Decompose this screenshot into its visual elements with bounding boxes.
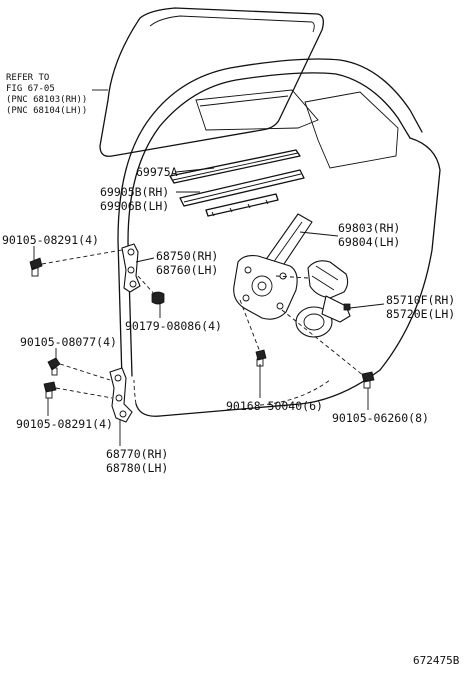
- door-glass: [99, 7, 324, 157]
- label-90105-08291-bottom: 90105-08291(4): [16, 417, 113, 431]
- reference-line-1: REFER TO: [6, 73, 49, 83]
- label-90105-08291-top: 90105-08291(4): [2, 233, 99, 247]
- bolt-90105-08291-top: [29, 257, 43, 277]
- run-channel-69905b: [179, 169, 305, 217]
- bolt-90105-08077: [47, 357, 61, 376]
- label-90168-50040: 90168-50040(6): [226, 399, 323, 413]
- label-69804: 69804(LH): [338, 235, 400, 249]
- label-68760: 68760(LH): [156, 263, 218, 277]
- label-90179-08086: 90179-08086(4): [125, 319, 222, 333]
- bolt-90168-50040: [255, 349, 267, 367]
- label-68780: 68780(LH): [106, 461, 168, 475]
- label-85710f: 85710F(RH): [386, 293, 455, 307]
- leader-lines: [33, 89, 385, 446]
- label-69975a: 69975A: [136, 165, 178, 179]
- label-69906b: 69906B(LH): [100, 199, 169, 213]
- mounting-lines: [41, 249, 365, 399]
- figure-code: 672475B: [413, 654, 460, 667]
- label-85720e: 85720E(LH): [386, 307, 455, 321]
- reference-line-4: (PNC 68104(LH)): [6, 106, 87, 116]
- label-90105-06260: 90105-06260(8): [332, 411, 429, 425]
- hinge-bracket-68750: [121, 243, 141, 293]
- label-69905b: 69905B(RH): [100, 185, 169, 199]
- label-68770: 68770(RH): [106, 447, 168, 461]
- reference-line-3: (PNC 68103(RH)): [6, 95, 87, 105]
- label-68750: 68750(RH): [156, 249, 218, 263]
- bolt-90105-08291-bottom: [43, 381, 57, 399]
- label-69803: 69803(RH): [338, 221, 400, 235]
- weatherstrip-69975a: [169, 149, 301, 184]
- bolt-90179-08086: [151, 291, 165, 305]
- label-90105-08077: 90105-08077(4): [20, 335, 117, 349]
- window-regulator-69803: [233, 213, 313, 320]
- door-frame: [117, 58, 441, 417]
- window-motor-85710f: [295, 260, 351, 338]
- part-labels: REFER TO FIG 67-05 (PNC 68103(RH)) (PNC …: [2, 73, 460, 667]
- reference-line-2: FIG 67-05: [6, 84, 55, 94]
- bolt-90105-06260: [361, 371, 375, 389]
- hinge-bracket-68770: [109, 367, 133, 423]
